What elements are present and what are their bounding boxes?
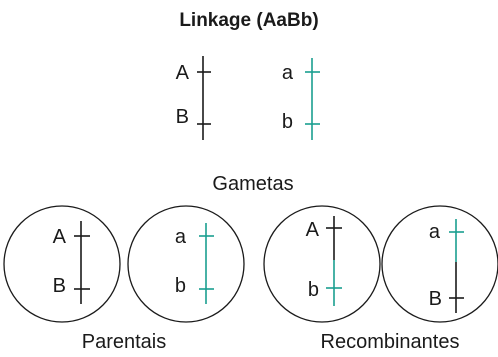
allele-label-lower: B <box>429 288 442 310</box>
gametes-label: Gametas <box>212 173 293 195</box>
cell-outline <box>381 205 498 323</box>
cell-outline <box>3 205 121 323</box>
recombinant-cell-2: a B <box>381 205 498 323</box>
allele-label-lower: b <box>175 275 186 297</box>
recessive-chromosome: a b <box>282 58 320 140</box>
recombinant-label: Recombinantes <box>321 331 460 353</box>
cell-outline <box>127 205 245 323</box>
parental-cell-1: A B <box>3 205 121 323</box>
cell-outline <box>263 205 381 323</box>
allele-label-upper: A <box>176 62 190 84</box>
allele-label-lower: b <box>308 279 319 301</box>
recombinant-cell-1: A b <box>263 205 381 323</box>
allele-label-upper: a <box>282 62 294 84</box>
allele-label-upper: A <box>306 219 320 241</box>
diagram-title: Linkage (AaBb) <box>179 10 318 31</box>
allele-label-lower: B <box>53 275 66 297</box>
allele-label-lower: b <box>282 111 293 133</box>
recombinant-group: A b a B Recombinantes <box>263 205 498 353</box>
top-chromosome-pair: A B a b <box>176 56 320 140</box>
allele-label-lower: B <box>176 106 189 128</box>
parental-cell-2: a b <box>127 205 245 323</box>
dominant-chromosome: A B <box>176 56 211 140</box>
parental-label: Parentais <box>82 331 167 353</box>
allele-label-upper: a <box>175 226 187 248</box>
allele-label-upper: A <box>53 226 67 248</box>
parental-group: A B a b Parentais <box>3 205 245 353</box>
allele-label-upper: a <box>429 221 441 243</box>
